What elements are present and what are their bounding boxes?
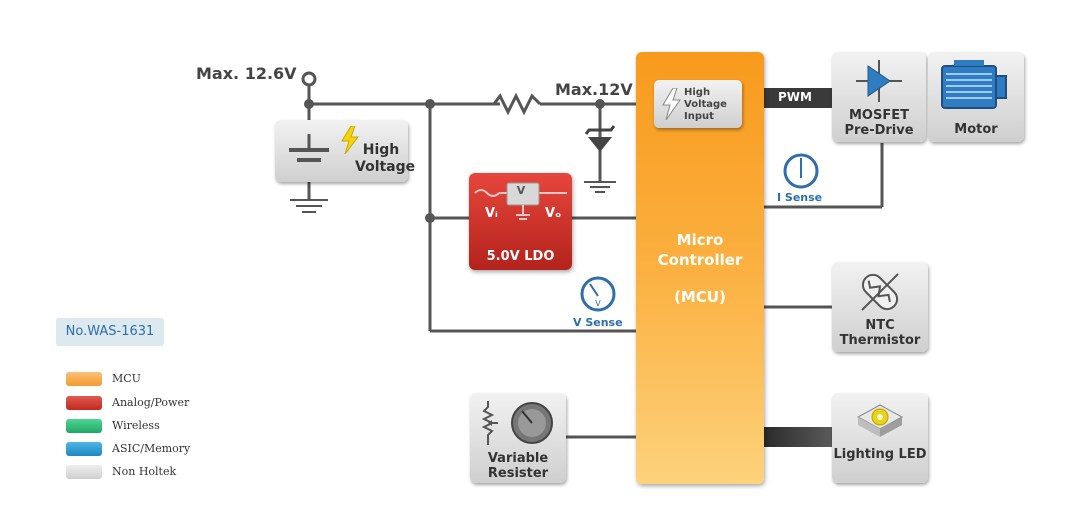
legend-label-analog-power: Analog/Power (112, 396, 190, 409)
high-voltage-input-label: High Voltage Input (684, 87, 727, 122)
voltage-meter-icon: V (580, 276, 616, 312)
ntc-thermistor-label: NTC Thermistor (839, 318, 921, 348)
ldo-regulator-icon (474, 182, 567, 220)
i-sense-label: I Sense (777, 191, 823, 204)
lighting-led-label: Lighting LED (833, 447, 927, 462)
mosfet-driver-icon (856, 60, 902, 102)
thermistor-icon (861, 273, 899, 311)
legend-label-wireless: Wireless (112, 419, 160, 432)
battery-icon (289, 134, 329, 162)
lighting-led-block: Lighting LED (832, 393, 928, 483)
ldo-vi-label: Vᵢ (485, 206, 498, 221)
legend-swatch-asic-memory (66, 442, 102, 456)
current-meter-icon (783, 153, 819, 189)
max-12v-label: Max.12V (555, 80, 633, 99)
high-voltage-label: High Voltage (355, 142, 416, 175)
motor-icon (941, 60, 1007, 109)
ntc-thermistor-block: NTC Thermistor (832, 262, 928, 352)
legend-swatch-analog-power (66, 396, 102, 410)
legend-swatch-mcu (66, 372, 102, 386)
lightning-bolt-icon (662, 88, 681, 120)
mcu-block: High Voltage Input Micro Controller (MCU… (636, 52, 764, 484)
mosfet-predrive-block: MOSFET Pre-Drive (832, 52, 926, 142)
motor-block: Motor (928, 52, 1024, 142)
lightning-bolt-icon (341, 126, 360, 154)
ldo-block: V Vᵢ Vₒ 5.0V LDO (469, 173, 572, 270)
ldo-v-label: V (516, 184, 526, 197)
high-voltage-input-block: High Voltage Input (654, 80, 742, 128)
legend-swatch-non-holtek (66, 465, 102, 479)
v-sense-label: V Sense (573, 316, 623, 329)
legend-label-mcu: MCU (112, 372, 141, 385)
pwm-label: PWM (778, 90, 812, 104)
high-voltage-block: High Voltage (275, 120, 416, 182)
led-icon (856, 404, 904, 437)
motor-label: Motor (954, 122, 998, 137)
potentiometer-icon (481, 401, 553, 445)
max-12-6v-label: Max. 12.6V (196, 64, 297, 83)
legend-label-asic-memory: ASIC/Memory (112, 442, 191, 455)
mcu-name: Micro Controller (657, 231, 743, 269)
variable-resister-label: Variable Resister (487, 451, 549, 481)
mosfet-predrive-label: MOSFET Pre-Drive (844, 108, 914, 138)
svg-text:V: V (595, 299, 601, 308)
ldo-title: 5.0V LDO (486, 249, 555, 264)
legend-label-non-holtek: Non Holtek (112, 465, 177, 478)
document-number: No.WAS-1631 (56, 318, 164, 346)
legend-swatch-wireless (66, 419, 102, 433)
variable-resister-block: Variable Resister (470, 393, 566, 483)
ldo-vo-label: Vₒ (545, 206, 562, 221)
mcu-abbreviation: (MCU) (674, 288, 726, 306)
